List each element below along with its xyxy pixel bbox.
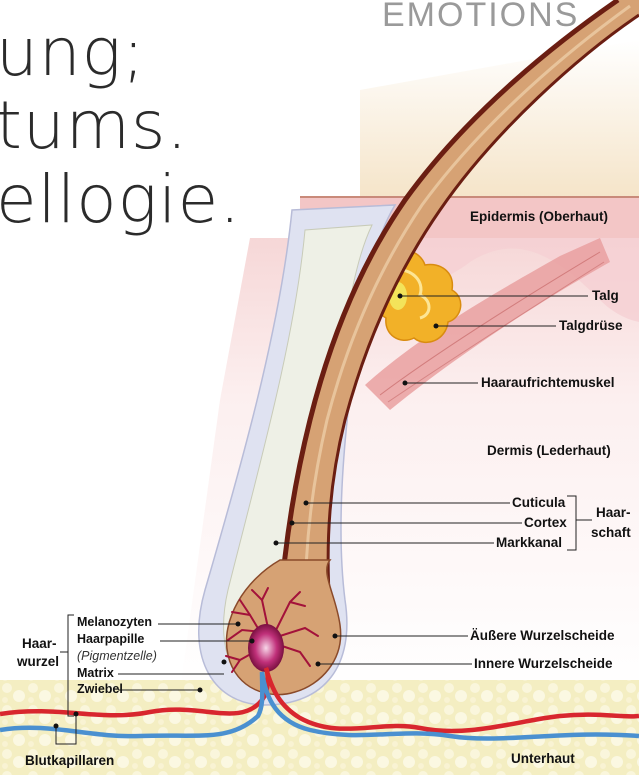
label-haarschaft-2: schaft: [591, 525, 631, 540]
label-zwiebel: Zwiebel: [77, 682, 123, 696]
label-haarpapille: Haarpapille: [77, 632, 144, 646]
label-talg: Talg: [592, 288, 619, 303]
label-cuticula: Cuticula: [512, 495, 565, 510]
label-epidermis: Epidermis (Oberhaut): [470, 209, 608, 224]
label-haaraufrichtemuskel: Haaraufrichtemuskel: [481, 375, 615, 390]
label-talgdruese: Talgdrüse: [559, 318, 623, 333]
label-haarwurzel-2: wurzel: [17, 654, 59, 669]
label-unterhaut: Unterhaut: [511, 751, 575, 766]
label-dermis: Dermis (Lederhaut): [487, 443, 611, 458]
label-innere-wurzelscheide: Innere Wurzelscheide: [474, 656, 613, 671]
label-haarwurzel-1: Haar-: [22, 636, 57, 651]
label-cortex: Cortex: [524, 515, 567, 530]
label-blutkapillaren: Blutkapillaren: [25, 753, 114, 768]
label-pigmentzelle: (Pigmentzelle): [77, 649, 157, 663]
label-aeussere-wurzelscheide: Äußere Wurzelscheide: [470, 628, 615, 643]
label-markkanal: Markkanal: [496, 535, 562, 550]
dermal-papilla: [248, 624, 284, 672]
label-melanozyten: Melanozyten: [77, 615, 152, 629]
label-haarschaft-1: Haar-: [596, 505, 631, 520]
label-matrix: Matrix: [77, 666, 114, 680]
